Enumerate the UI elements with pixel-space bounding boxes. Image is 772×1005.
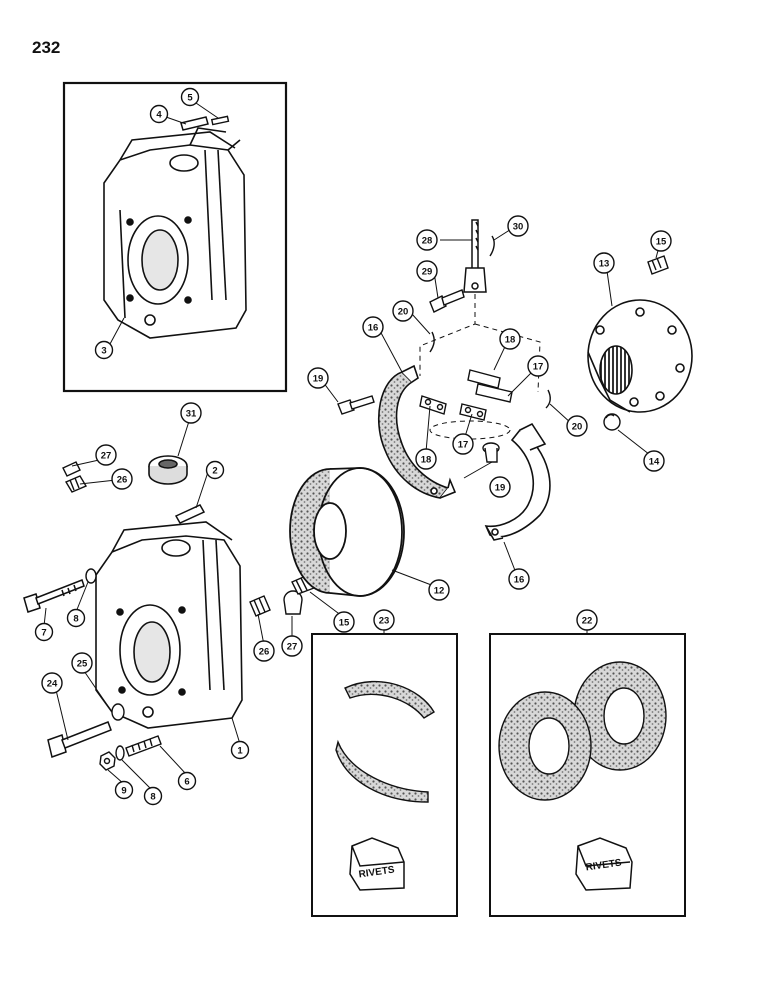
rivet-packet-right xyxy=(575,837,633,891)
washer-8-top xyxy=(85,568,97,584)
cotter-20-bottom xyxy=(545,389,551,409)
callout-18-top: 18 xyxy=(505,335,516,346)
callout-16-top: 16 xyxy=(368,323,379,334)
cotter-20-top xyxy=(429,331,435,353)
callout-8-top: 8 xyxy=(73,614,78,625)
callout-27-top: 27 xyxy=(101,451,112,462)
callout-4: 4 xyxy=(156,110,162,121)
callout-20-top: 20 xyxy=(398,307,409,318)
brake-drum-12 xyxy=(289,467,405,597)
callout-22: 22 xyxy=(582,616,593,627)
callout-12: 12 xyxy=(434,586,445,597)
pin-2 xyxy=(174,504,206,524)
stud-6 xyxy=(125,735,162,757)
pin-19-bottom xyxy=(482,442,500,463)
callout-17-top: 17 xyxy=(533,362,544,373)
brake-band-16-top xyxy=(377,364,457,499)
cotter-30 xyxy=(489,235,495,257)
shoe-lining-top xyxy=(344,680,435,719)
callout-7: 7 xyxy=(41,628,46,639)
callout-14: 14 xyxy=(649,457,660,468)
callout-24: 24 xyxy=(47,679,58,690)
lining-disc-front xyxy=(498,691,592,801)
callout-18-bottom: 18 xyxy=(421,455,432,466)
callout-15-top: 15 xyxy=(656,237,667,248)
links-17-18 xyxy=(419,369,513,421)
callout-5: 5 xyxy=(187,93,193,104)
callout-16-bottom: 16 xyxy=(514,575,525,586)
callout-3: 3 xyxy=(101,346,106,357)
shoe-lining-bottom xyxy=(335,739,429,803)
callout-27-bottom: 27 xyxy=(287,642,298,653)
callouts xyxy=(34,87,672,806)
callout-numbers: 4 5 3 31 2 27 26 7 8 25 24 9 8 6 1 26 27… xyxy=(41,93,667,803)
callout-2: 2 xyxy=(212,466,217,477)
pin-5 xyxy=(210,115,230,126)
brake-band-16-bottom xyxy=(484,422,551,541)
ball-14 xyxy=(603,413,621,431)
cap-27-bottom xyxy=(283,590,303,615)
rivets-label-right: RIVETS xyxy=(585,858,623,874)
pin-29 xyxy=(429,289,465,313)
rivet-packet-left xyxy=(349,837,405,891)
inset-box-housing xyxy=(62,81,288,393)
hub-13 xyxy=(587,299,693,413)
clevis-28 xyxy=(463,219,487,293)
lining-disc-back xyxy=(573,661,667,771)
callout-19-bottom: 19 xyxy=(495,483,506,494)
leader-lines xyxy=(43,102,661,791)
callout-31: 31 xyxy=(186,409,197,420)
callout-9: 9 xyxy=(121,786,126,797)
housing-3 xyxy=(103,127,247,339)
callout-17-bottom: 17 xyxy=(458,440,469,451)
rivets-label-left: RIVETS xyxy=(358,865,396,881)
callout-6: 6 xyxy=(184,777,189,788)
callout-26-top: 26 xyxy=(117,475,128,486)
callout-30: 30 xyxy=(513,222,524,233)
callout-28: 28 xyxy=(422,236,433,247)
callout-23: 23 xyxy=(379,616,390,627)
callout-26-bottom: 26 xyxy=(259,647,270,658)
housing-1 xyxy=(95,521,243,729)
callout-25: 25 xyxy=(77,659,88,670)
bolt-7 xyxy=(23,579,85,613)
fitting-15-top xyxy=(647,255,669,275)
washer-8-bottom xyxy=(115,745,125,761)
bolt-24 xyxy=(47,721,112,758)
plug-26-top xyxy=(64,475,88,493)
washer-25 xyxy=(111,703,125,721)
callout-1: 1 xyxy=(237,746,243,757)
page-number: 232 xyxy=(32,38,61,57)
callout-15-bottom: 15 xyxy=(339,618,350,629)
nut-9 xyxy=(99,751,116,771)
fitting-27-top xyxy=(62,461,81,477)
callout-20-bottom: 20 xyxy=(572,422,583,433)
seal-31 xyxy=(148,455,188,485)
pin-4 xyxy=(180,116,209,131)
callout-13: 13 xyxy=(599,259,610,270)
pin-19-top xyxy=(337,395,375,415)
plug-26-bottom xyxy=(249,595,271,617)
callout-29: 29 xyxy=(422,267,433,278)
callout-19-top: 19 xyxy=(313,374,324,385)
callout-8-bottom: 8 xyxy=(150,792,155,803)
